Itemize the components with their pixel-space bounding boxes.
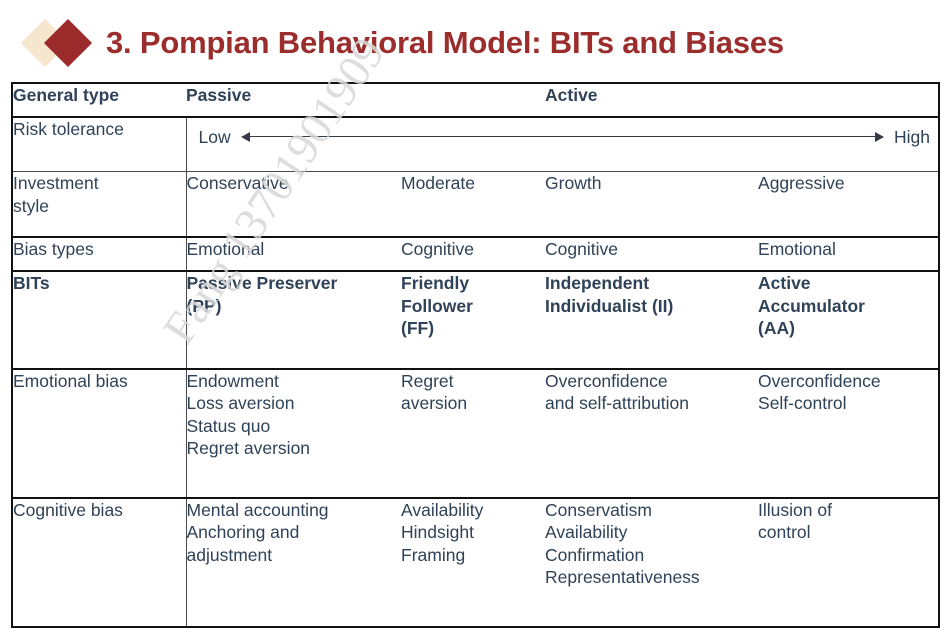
cell-line: Cognitive	[545, 238, 618, 259]
cell-line: Active	[758, 273, 811, 294]
cell-emotional-bias-ii: Overconfidence and self-attribution	[545, 367, 759, 498]
table-row: Cognitive bias Mental accounting Anchori…	[12, 496, 940, 627]
row-label-bits: BITs	[12, 270, 187, 369]
table-row: Emotional bias Endowment Loss aversion S…	[12, 367, 940, 498]
cell-line: Self-control	[758, 393, 847, 414]
cell-line: Representativeness	[545, 567, 700, 588]
cell-line: Emotional	[186, 238, 265, 259]
cell-bits-aa: Active Accumulator (AA)	[758, 270, 940, 369]
cell-line: Emotional	[758, 238, 836, 259]
row-label-cognitive-bias: Cognitive bias	[12, 496, 187, 627]
header-active: Active	[545, 85, 598, 105]
slide-title-bar: 3. Pompian Behavioral Model: BITs and Bi…	[0, 14, 948, 72]
cell-line: Hindsight	[401, 522, 474, 543]
cell-bias-types-active-1: Cognitive	[545, 235, 759, 272]
arrow-head-right-icon	[875, 131, 885, 142]
cell-line: Conservative	[186, 173, 289, 194]
cell-line: Anchoring and	[186, 522, 300, 543]
cell-cognitive-bias-pp: Mental accounting Anchoring and adjustme…	[186, 496, 401, 627]
cell-bias-types-passive-2: Cognitive	[401, 235, 546, 272]
cell-line: Illusion of	[758, 499, 832, 520]
cell-line: Passive Preserver	[186, 273, 338, 294]
arrow-head-left-icon	[240, 131, 250, 142]
cell-line: Overconfidence	[545, 370, 668, 391]
cell-investment-style-passive-1: Conservative	[186, 171, 401, 237]
cell-line: and self-attribution	[545, 393, 689, 414]
cell-line: Individualist (II)	[545, 295, 674, 316]
cell-line: Independent	[545, 273, 650, 294]
cell-line: Availability	[401, 499, 484, 520]
label-line: Investment	[13, 173, 99, 194]
table-row: Investment style Conservative Moderate G…	[12, 171, 940, 237]
cell-line: Accumulator	[758, 295, 865, 316]
cell-line: Framing	[401, 544, 466, 565]
row-label-risk-tolerance: Risk tolerance	[12, 116, 187, 172]
cell-investment-style-active-1: Growth	[545, 171, 759, 237]
cell-cognitive-bias-ii: Conservatism Availability Confirmation R…	[545, 496, 759, 627]
cell-line: Status quo	[186, 415, 271, 436]
label-line: style	[13, 195, 49, 216]
cell-line: Cognitive	[401, 238, 474, 259]
cell-bits-ii: Independent Individualist (II)	[545, 270, 759, 369]
header-general-type: General type	[13, 85, 120, 105]
row-label-emotional-bias: Emotional bias	[12, 367, 187, 498]
row-label-investment-style: Investment style	[12, 171, 187, 237]
cell-emotional-bias-aa: Overconfidence Self-control	[758, 367, 940, 498]
cell-investment-style-active-2: Aggressive	[758, 171, 940, 237]
page-title: 3. Pompian Behavioral Model: BITs and Bi…	[106, 25, 784, 60]
cell-line: adjustment	[186, 544, 273, 565]
cell-line: Loss aversion	[186, 393, 295, 414]
cell-line: Overconfidence	[758, 370, 881, 391]
cell-line: Endowment	[186, 370, 279, 391]
cell-cognitive-bias-ff: Availability Hindsight Framing	[401, 496, 546, 627]
cell-bias-types-active-2: Emotional	[758, 235, 940, 272]
cell-line: control	[758, 522, 811, 543]
cell-line: Regret aversion	[186, 437, 311, 458]
table-header-row: General type Passive Active	[12, 83, 939, 117]
cell-line: Moderate	[401, 173, 475, 194]
table-row: Risk tolerance Low High	[12, 116, 940, 172]
title-diamond-group	[20, 18, 110, 68]
cell-line: Follower	[401, 295, 473, 316]
table-row: Bias types Emotional Cognitive Cognitive…	[12, 235, 940, 272]
bits-and-biases-table: General type Passive Active Risk toleran…	[11, 82, 941, 628]
cell-line: (FF)	[401, 318, 435, 339]
cell-line: (AA)	[758, 318, 795, 339]
scale-low-label: Low	[198, 126, 231, 147]
cell-line: Friendly	[401, 273, 470, 294]
cell-emotional-bias-ff: Regret aversion	[401, 367, 546, 498]
cell-emotional-bias-pp: Endowment Loss aversion Status quo Regre…	[186, 367, 401, 498]
header-passive: Passive	[186, 85, 252, 105]
cell-line: Growth	[545, 173, 602, 194]
cell-bits-pp: Passive Preserver (PP)	[186, 270, 401, 369]
table-row: BITs Passive Preserver (PP) Friendly Fol…	[12, 270, 940, 369]
cell-line: Availability	[545, 522, 628, 543]
cell-bias-types-passive-1: Emotional	[186, 235, 401, 272]
cell-line: (PP)	[186, 295, 222, 316]
row-label-bias-types: Bias types	[12, 235, 187, 272]
cell-investment-style-passive-2: Moderate	[401, 171, 546, 237]
double-arrow-icon	[240, 131, 885, 143]
cell-line: Confirmation	[545, 544, 645, 565]
scale-high-label: High	[894, 126, 931, 147]
risk-tolerance-scale: Low High	[186, 116, 940, 172]
cell-line: aversion	[401, 393, 468, 414]
cell-line: Aggressive	[758, 173, 845, 194]
cell-bits-ff: Friendly Follower (FF)	[401, 270, 546, 369]
cell-line: Mental accounting	[186, 499, 329, 520]
cell-cognitive-bias-aa: Illusion of control	[758, 496, 940, 627]
cell-line: Conservatism	[545, 499, 652, 520]
cell-line: Regret	[401, 370, 454, 391]
